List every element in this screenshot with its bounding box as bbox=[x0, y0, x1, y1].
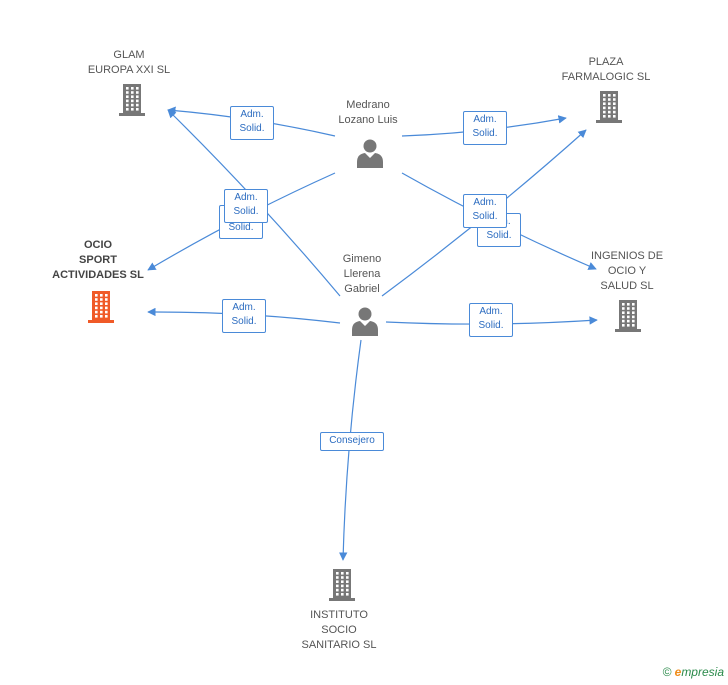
person-name-line: Gabriel bbox=[344, 283, 380, 295]
company-name-line: OCIO Y bbox=[607, 265, 647, 277]
company-name-line: SPORT bbox=[79, 254, 117, 266]
company-name-line: GLAM bbox=[113, 49, 145, 61]
edge-label-gimeno-glam[interactable]: Adm. Solid. bbox=[224, 189, 268, 223]
building-icon[interactable] bbox=[328, 568, 356, 607]
company-name-line: INGENIOS DE bbox=[590, 250, 664, 262]
company-label-plaza[interactable]: PLAZA FARMALOGIC SL bbox=[536, 55, 676, 85]
edge-label-gimeno-ingenios[interactable]: Adm. Solid. bbox=[469, 303, 513, 337]
building-icon-focus[interactable] bbox=[87, 290, 115, 329]
edge-label-text: Consejero bbox=[329, 435, 375, 446]
person-icon[interactable] bbox=[350, 306, 380, 341]
edge-label-text: Solid. bbox=[239, 123, 265, 134]
edge-label-gimeno-instituto[interactable]: Consejero bbox=[320, 432, 384, 451]
company-label-ingenios[interactable]: INGENIOS DE OCIO Y SALUD SL bbox=[557, 249, 697, 294]
edge-label-text: Adm. bbox=[479, 306, 503, 317]
building-icon[interactable] bbox=[595, 90, 623, 129]
brand-footer: © empresia bbox=[662, 665, 724, 679]
copyright-symbol: © bbox=[662, 665, 672, 679]
company-name-line: SALUD SL bbox=[600, 280, 654, 292]
edge-label-text: Solid. bbox=[228, 222, 254, 233]
edge-label-text: Solid. bbox=[478, 320, 504, 331]
person-name-line: Medrano bbox=[346, 99, 390, 111]
edge-label-text: Solid. bbox=[231, 316, 257, 327]
company-name-line: INSTITUTO bbox=[310, 609, 368, 621]
company-name-line: EUROPA XXI SL bbox=[87, 64, 171, 76]
edge-label-gimeno-ocio[interactable]: Adm. Solid. bbox=[222, 299, 266, 333]
building-icon[interactable] bbox=[118, 83, 146, 122]
company-name-line: FARMALOGIC SL bbox=[561, 71, 651, 83]
company-label-instituto[interactable]: INSTITUTO SOCIO SANITARIO SL bbox=[269, 608, 409, 653]
edge-label-gimeno-plaza[interactable]: Adm. Solid. bbox=[463, 194, 507, 228]
company-name-line: PLAZA bbox=[588, 56, 624, 68]
edge-label-text: Adm. bbox=[240, 109, 264, 120]
person-name-line: Llerena bbox=[343, 268, 381, 280]
company-label-ocio[interactable]: OCIO SPORT ACTIVIDADES SL bbox=[28, 238, 168, 283]
edge-label-text: Solid. bbox=[486, 230, 512, 241]
edge-label-medrano-plaza[interactable]: Adm. Solid. bbox=[463, 111, 507, 145]
brand-name: mpresia bbox=[681, 665, 724, 679]
edge-label-text: Adm. bbox=[473, 197, 497, 208]
edge-label-text: Solid. bbox=[472, 211, 498, 222]
edge-label-text: Solid. bbox=[233, 206, 259, 217]
person-icon[interactable] bbox=[355, 138, 385, 173]
company-name-line: SOCIO bbox=[321, 624, 357, 636]
edge-label-medrano-glam[interactable]: Adm. Solid. bbox=[230, 106, 274, 140]
person-name-line: Lozano Luis bbox=[338, 114, 398, 126]
company-label-glam[interactable]: GLAM EUROPA XXI SL bbox=[59, 48, 199, 78]
building-icon[interactable] bbox=[614, 299, 642, 338]
company-name-line: OCIO bbox=[83, 239, 113, 251]
edge-label-text: Adm. bbox=[234, 192, 258, 203]
person-name-line: Gimeno bbox=[342, 253, 382, 265]
brand-logo-initial: e bbox=[674, 665, 682, 679]
edge-label-text: Solid. bbox=[472, 128, 498, 139]
edge-label-text: Adm. bbox=[232, 302, 256, 313]
company-name-line: SANITARIO SL bbox=[301, 639, 377, 651]
company-name-line: ACTIVIDADES SL bbox=[52, 269, 144, 281]
edge-label-text: Adm. bbox=[473, 114, 497, 125]
